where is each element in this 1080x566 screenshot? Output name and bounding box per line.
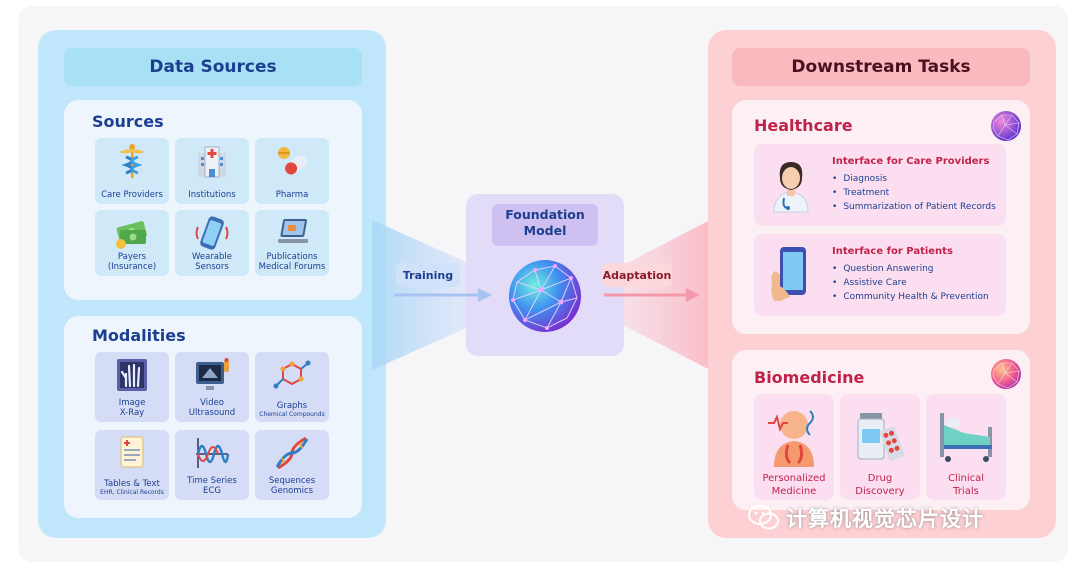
tile-label: Wearable bbox=[191, 251, 233, 262]
tile-label-2: (Insurance) bbox=[107, 261, 157, 272]
money-icon bbox=[95, 214, 169, 252]
foundation-line-2: Model bbox=[523, 223, 567, 239]
tile-label: Sequences bbox=[268, 475, 316, 486]
tile-label: Care Providers bbox=[101, 189, 163, 200]
molecule-icon bbox=[255, 356, 329, 394]
drug-discovery-icon bbox=[840, 400, 920, 470]
patients-card-title: Interface for Patients bbox=[832, 246, 953, 257]
bio-label-2: Discovery bbox=[855, 486, 905, 497]
tile-label-2: Chemical Compounds bbox=[259, 410, 325, 418]
tile-label: Institutions bbox=[188, 189, 236, 200]
tile-label-2: EHR, Clinical Records bbox=[100, 488, 164, 496]
hospital-icon bbox=[175, 142, 249, 180]
adaptation-arrow bbox=[604, 288, 700, 302]
care-providers-list: Diagnosis Treatment Summarization of Pat… bbox=[832, 172, 996, 214]
tile-label: Payers bbox=[117, 251, 147, 262]
list-item: Summarization of Patient Records bbox=[832, 200, 996, 214]
doctor-icon bbox=[760, 152, 822, 216]
tile-label-2: ECG bbox=[203, 485, 221, 496]
dna-icon bbox=[255, 434, 329, 472]
ultrasound-monitor-icon bbox=[175, 356, 249, 394]
laptop-icon bbox=[255, 214, 329, 252]
list-item: Treatment bbox=[832, 186, 996, 200]
tile-label: Pharma bbox=[275, 189, 309, 200]
data-sources-title: Data Sources bbox=[64, 48, 362, 86]
healthcare-title: Healthcare bbox=[754, 116, 853, 135]
list-item: Community Health & Prevention bbox=[832, 290, 988, 304]
waveform-icon bbox=[175, 434, 249, 472]
personalized-medicine-icon bbox=[754, 400, 834, 470]
training-label: Training bbox=[396, 263, 460, 287]
caduceus-icon bbox=[95, 142, 169, 180]
sources-title: Sources bbox=[92, 112, 164, 131]
tile-label-2: Sensors bbox=[195, 261, 229, 272]
tile-institutions: Institutions bbox=[175, 138, 249, 204]
training-arrow bbox=[394, 288, 492, 302]
bio-label-1: Drug bbox=[867, 473, 893, 484]
patients-card: Interface for Patients Question Answerin… bbox=[754, 234, 1006, 316]
tile-pharma: Pharma bbox=[255, 138, 329, 204]
tile-label-2: Genomics bbox=[270, 485, 314, 496]
tile-payers: Payers(Insurance) bbox=[95, 210, 169, 276]
watermark: 计算机视觉芯片设计 bbox=[748, 500, 1048, 536]
phone-hand-icon bbox=[760, 242, 822, 306]
foundation-line-1: Foundation bbox=[505, 207, 585, 222]
biomedicine-title: Biomedicine bbox=[754, 368, 865, 387]
tile-label: Video bbox=[200, 397, 224, 408]
bio-label-1: Personalized bbox=[762, 473, 826, 484]
tile-care-providers: Care Providers bbox=[95, 138, 169, 204]
tile-label-2: Ultrasound bbox=[188, 407, 236, 418]
smartwatch-icon bbox=[175, 214, 249, 252]
xray-hand-icon bbox=[95, 356, 169, 394]
patients-list: Question Answering Assistive Care Commun… bbox=[832, 262, 989, 304]
document-icon bbox=[95, 434, 169, 472]
biomedicine-orb-icon bbox=[991, 359, 1021, 389]
tile-label: Time Series bbox=[187, 475, 237, 486]
bio-label-2: Trials bbox=[953, 486, 979, 497]
tile-label: Publications bbox=[266, 251, 318, 262]
bio-label-2: Medicine bbox=[771, 486, 817, 497]
list-item: Diagnosis bbox=[832, 172, 996, 186]
adaptation-label: Adaptation bbox=[602, 263, 672, 287]
foundation-model-sphere-icon bbox=[509, 260, 581, 332]
downstream-tasks-title: Downstream Tasks bbox=[732, 48, 1030, 86]
bio-label-1: Clinical bbox=[947, 473, 985, 484]
pills-icon bbox=[255, 142, 329, 180]
chat-bubble-icon bbox=[748, 505, 779, 530]
care-providers-card: Interface for Care Providers Diagnosis T… bbox=[754, 144, 1006, 226]
list-item: Question Answering bbox=[832, 262, 989, 276]
tile-label: Tables & Text bbox=[104, 478, 160, 489]
healthcare-orb-icon bbox=[991, 111, 1021, 141]
tile-label-2: Medical Forums bbox=[258, 261, 326, 272]
modalities-title: Modalities bbox=[92, 326, 186, 345]
list-item: Assistive Care bbox=[832, 276, 989, 290]
tile-label-2: X-Ray bbox=[119, 407, 145, 418]
tile-label: Image bbox=[118, 397, 146, 408]
foundation-model-label: Foundation Model bbox=[492, 204, 598, 246]
hospital-bed-icon bbox=[926, 400, 1006, 470]
watermark-text: 计算机视觉芯片设计 bbox=[786, 507, 984, 531]
care-providers-card-title: Interface for Care Providers bbox=[832, 156, 990, 167]
tile-label: Graphs bbox=[276, 400, 308, 411]
